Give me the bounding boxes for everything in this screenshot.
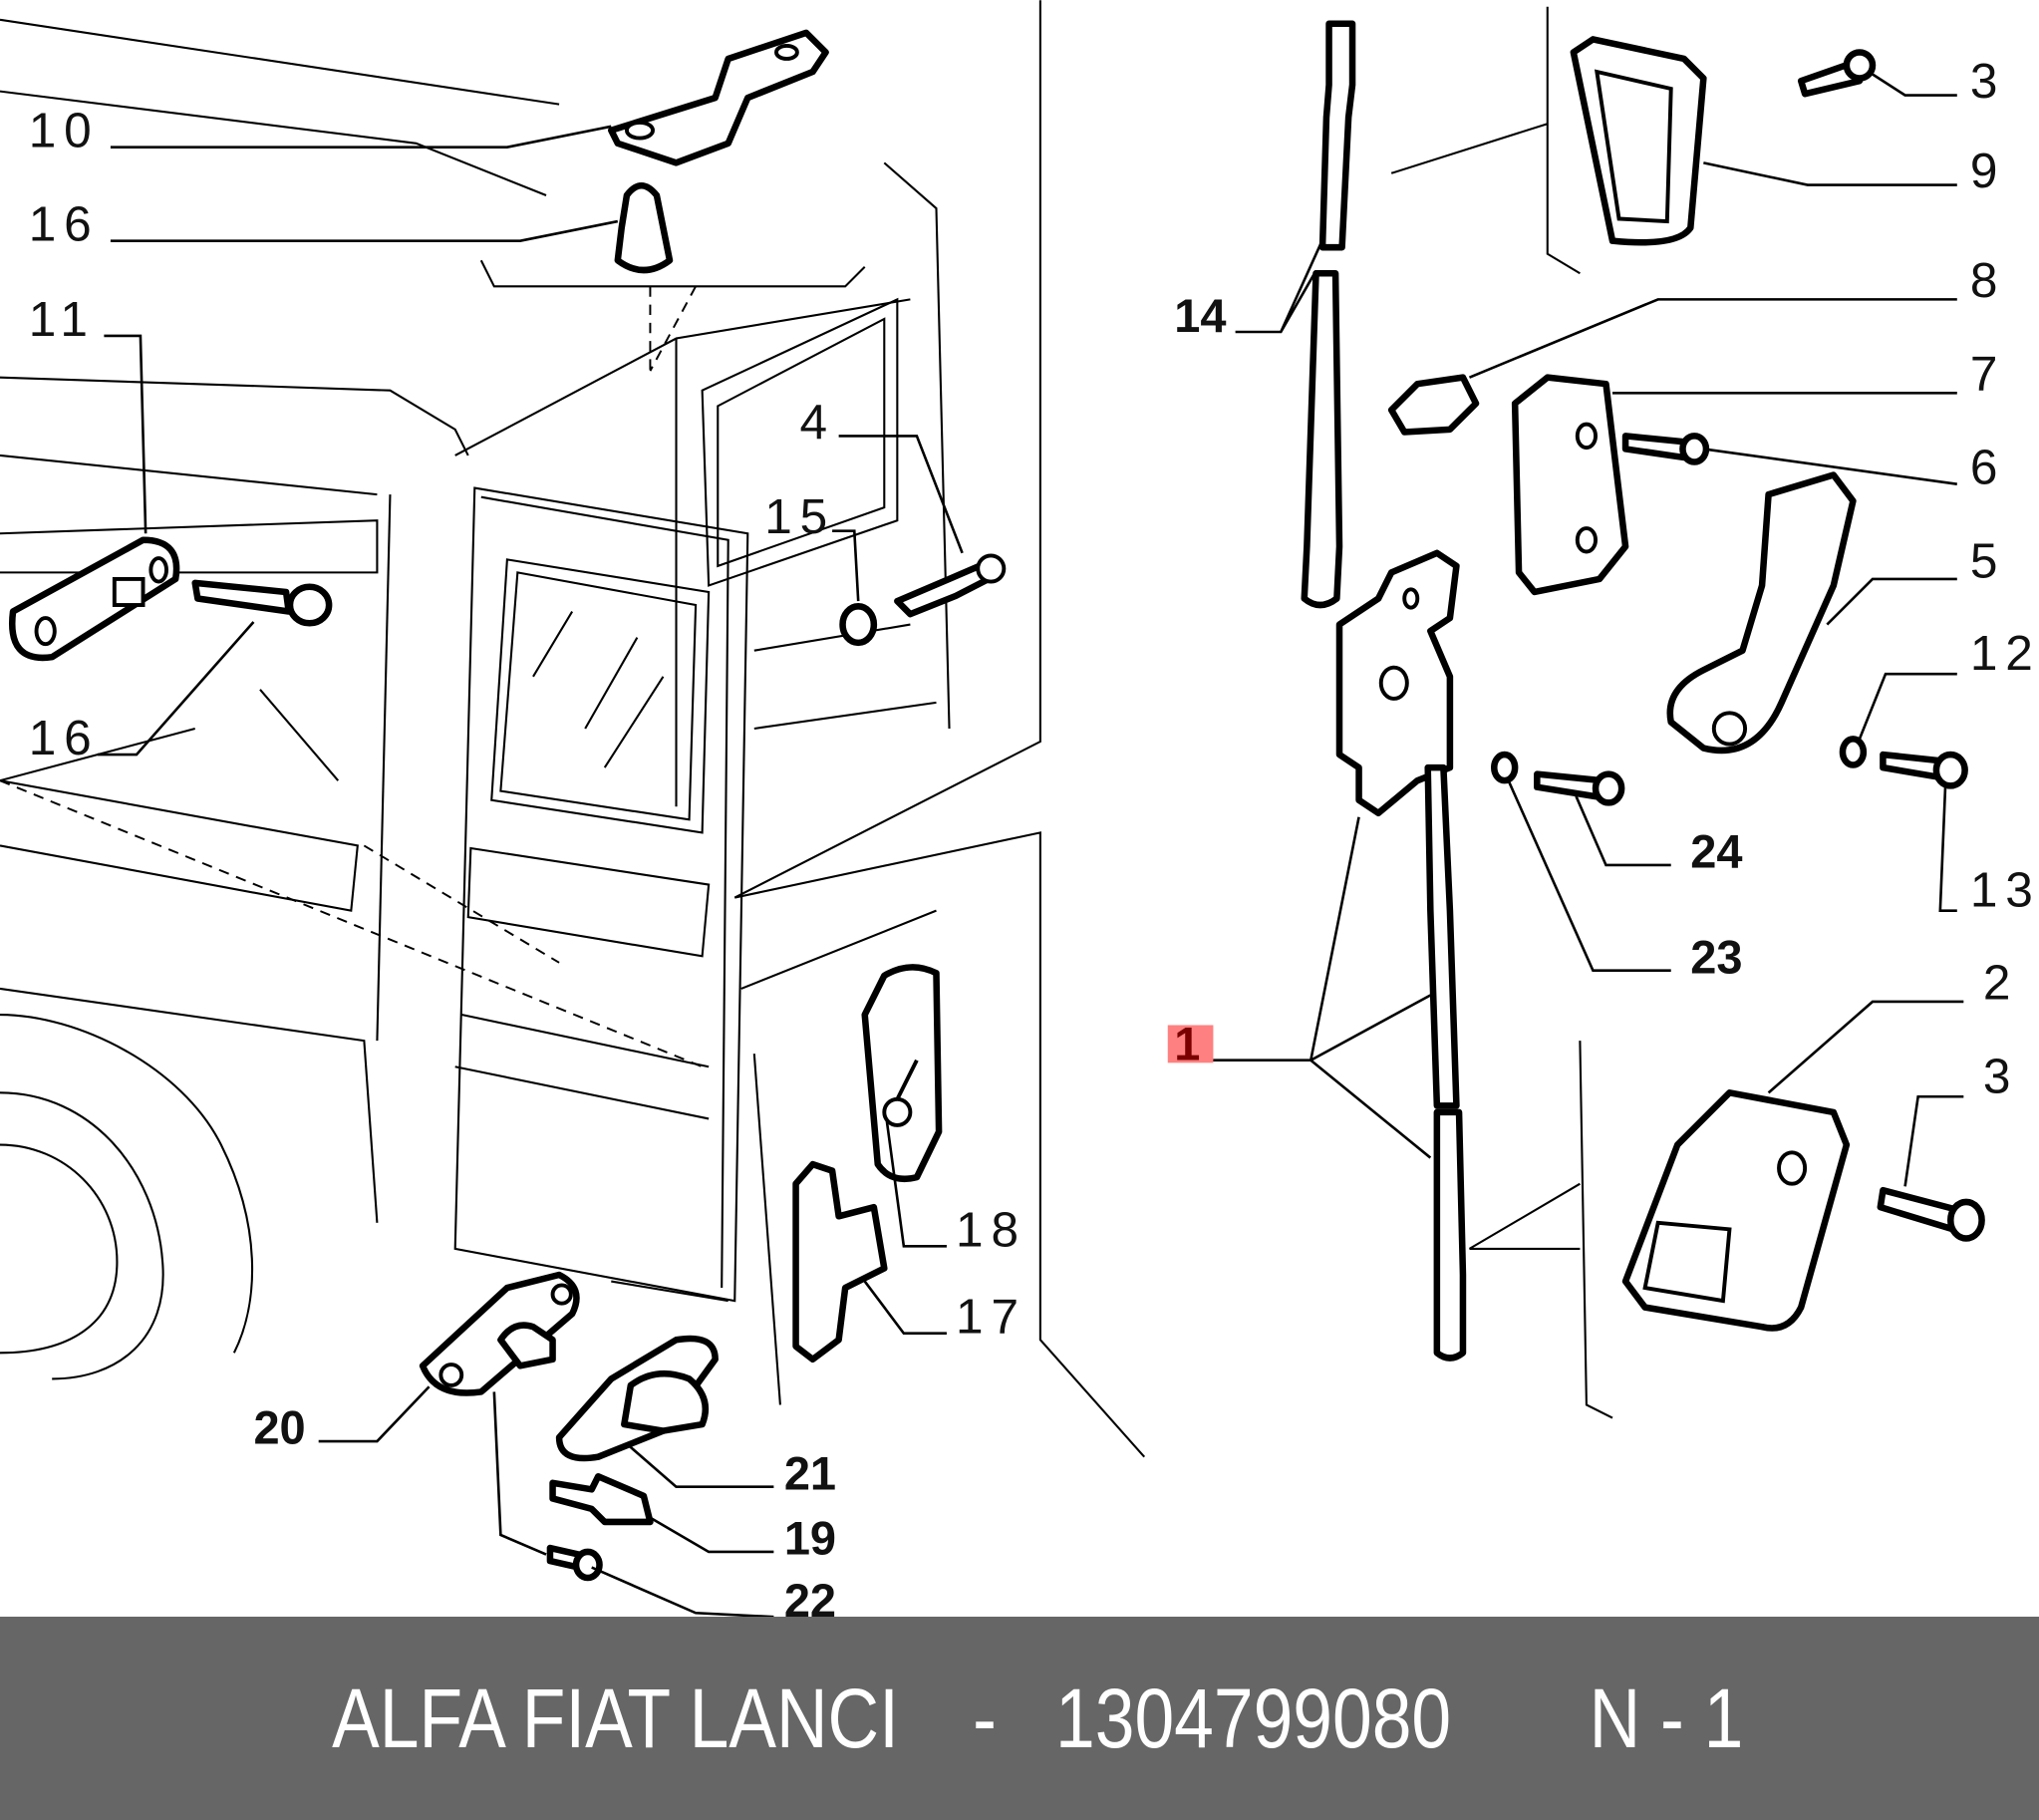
- callout-11: 11: [29, 291, 96, 347]
- callout-12: 12: [1970, 625, 2039, 681]
- part-10-hinge-bracket: [608, 29, 829, 166]
- callout-19: 19: [784, 1512, 836, 1565]
- part-5-handle: [1666, 471, 1857, 755]
- callout-24: 24: [1690, 825, 1742, 878]
- callout-16-top: 16: [29, 196, 100, 252]
- part-7-block: [1511, 374, 1629, 596]
- callout-10: 10: [29, 103, 100, 158]
- part-18-plate: [861, 964, 943, 1183]
- part-20-plate: [419, 1271, 580, 1396]
- part-22-screw: [546, 1544, 603, 1582]
- part-14-rod: [1301, 20, 1356, 609]
- callout-5: 5: [1970, 533, 2005, 589]
- callout-21: 21: [784, 1446, 836, 1499]
- part-24-screw: [1534, 770, 1625, 806]
- part-9-latch-cover: [1570, 36, 1707, 246]
- part-6-screw: [1621, 433, 1710, 465]
- page-reference: N - 1: [1589, 1670, 1744, 1765]
- callout-1-highlight: [1167, 1025, 1214, 1063]
- part-15-washer: [839, 603, 878, 647]
- callout-7: 7: [1970, 346, 2005, 402]
- part-11-striker-plate: [9, 536, 180, 662]
- part-2-latch-housing: [1621, 1089, 1851, 1332]
- callout-13: 13: [1970, 862, 2039, 918]
- part-23-washer: [1491, 751, 1519, 784]
- callout-18: 18: [956, 1201, 1026, 1257]
- part-16-bolt: [191, 579, 333, 627]
- part-3-bolt-lower: [1877, 1186, 1985, 1242]
- callout-14: 14: [1174, 289, 1226, 342]
- leader-lines: [97, 70, 1964, 1619]
- part-info-footer: ALFA FIAT LANCI - 1304799080 N - 1: [0, 1617, 2039, 1820]
- callout-6: 6: [1970, 440, 2005, 495]
- part-16-pin: [614, 181, 674, 274]
- part-12-washer: [1839, 736, 1868, 768]
- part-8-clip: [1387, 374, 1480, 436]
- callout-labels: 10 16 11 16 4 15 14 3 9 8 7 6 5 12 13 24…: [29, 53, 2039, 1627]
- van-body-drawing: [0, 0, 1613, 1458]
- callout-20: 20: [253, 1401, 305, 1454]
- callout-2: 2: [1983, 954, 2018, 1010]
- callout-3-bottom: 3: [1983, 1048, 2018, 1103]
- part-13-screw: [1880, 751, 1968, 789]
- callout-15: 15: [764, 488, 835, 544]
- callout-8: 8: [1970, 252, 2005, 308]
- part-4-bolt: [894, 553, 1007, 618]
- callout-16-bottom: 16: [29, 710, 100, 765]
- part-21-bumper-plate: [555, 1335, 719, 1462]
- part-3-screw: [1797, 49, 1877, 98]
- callout-4: 4: [799, 394, 834, 450]
- part-19-stud: [549, 1472, 654, 1526]
- callout-23: 23: [1690, 930, 1742, 983]
- part-number: 1304799080: [1054, 1670, 1452, 1765]
- part-1-lock-mechanism: [1335, 549, 1467, 1362]
- separator: -: [973, 1670, 997, 1765]
- callout-3-top: 3: [1970, 53, 2005, 109]
- part-17-bracket: [792, 1160, 888, 1364]
- callout-1[interactable]: 1: [1174, 1018, 1200, 1070]
- callout-9: 9: [1970, 143, 2005, 198]
- callout-17: 17: [956, 1289, 1026, 1345]
- brand-label: ALFA FIAT LANCI: [332, 1670, 899, 1765]
